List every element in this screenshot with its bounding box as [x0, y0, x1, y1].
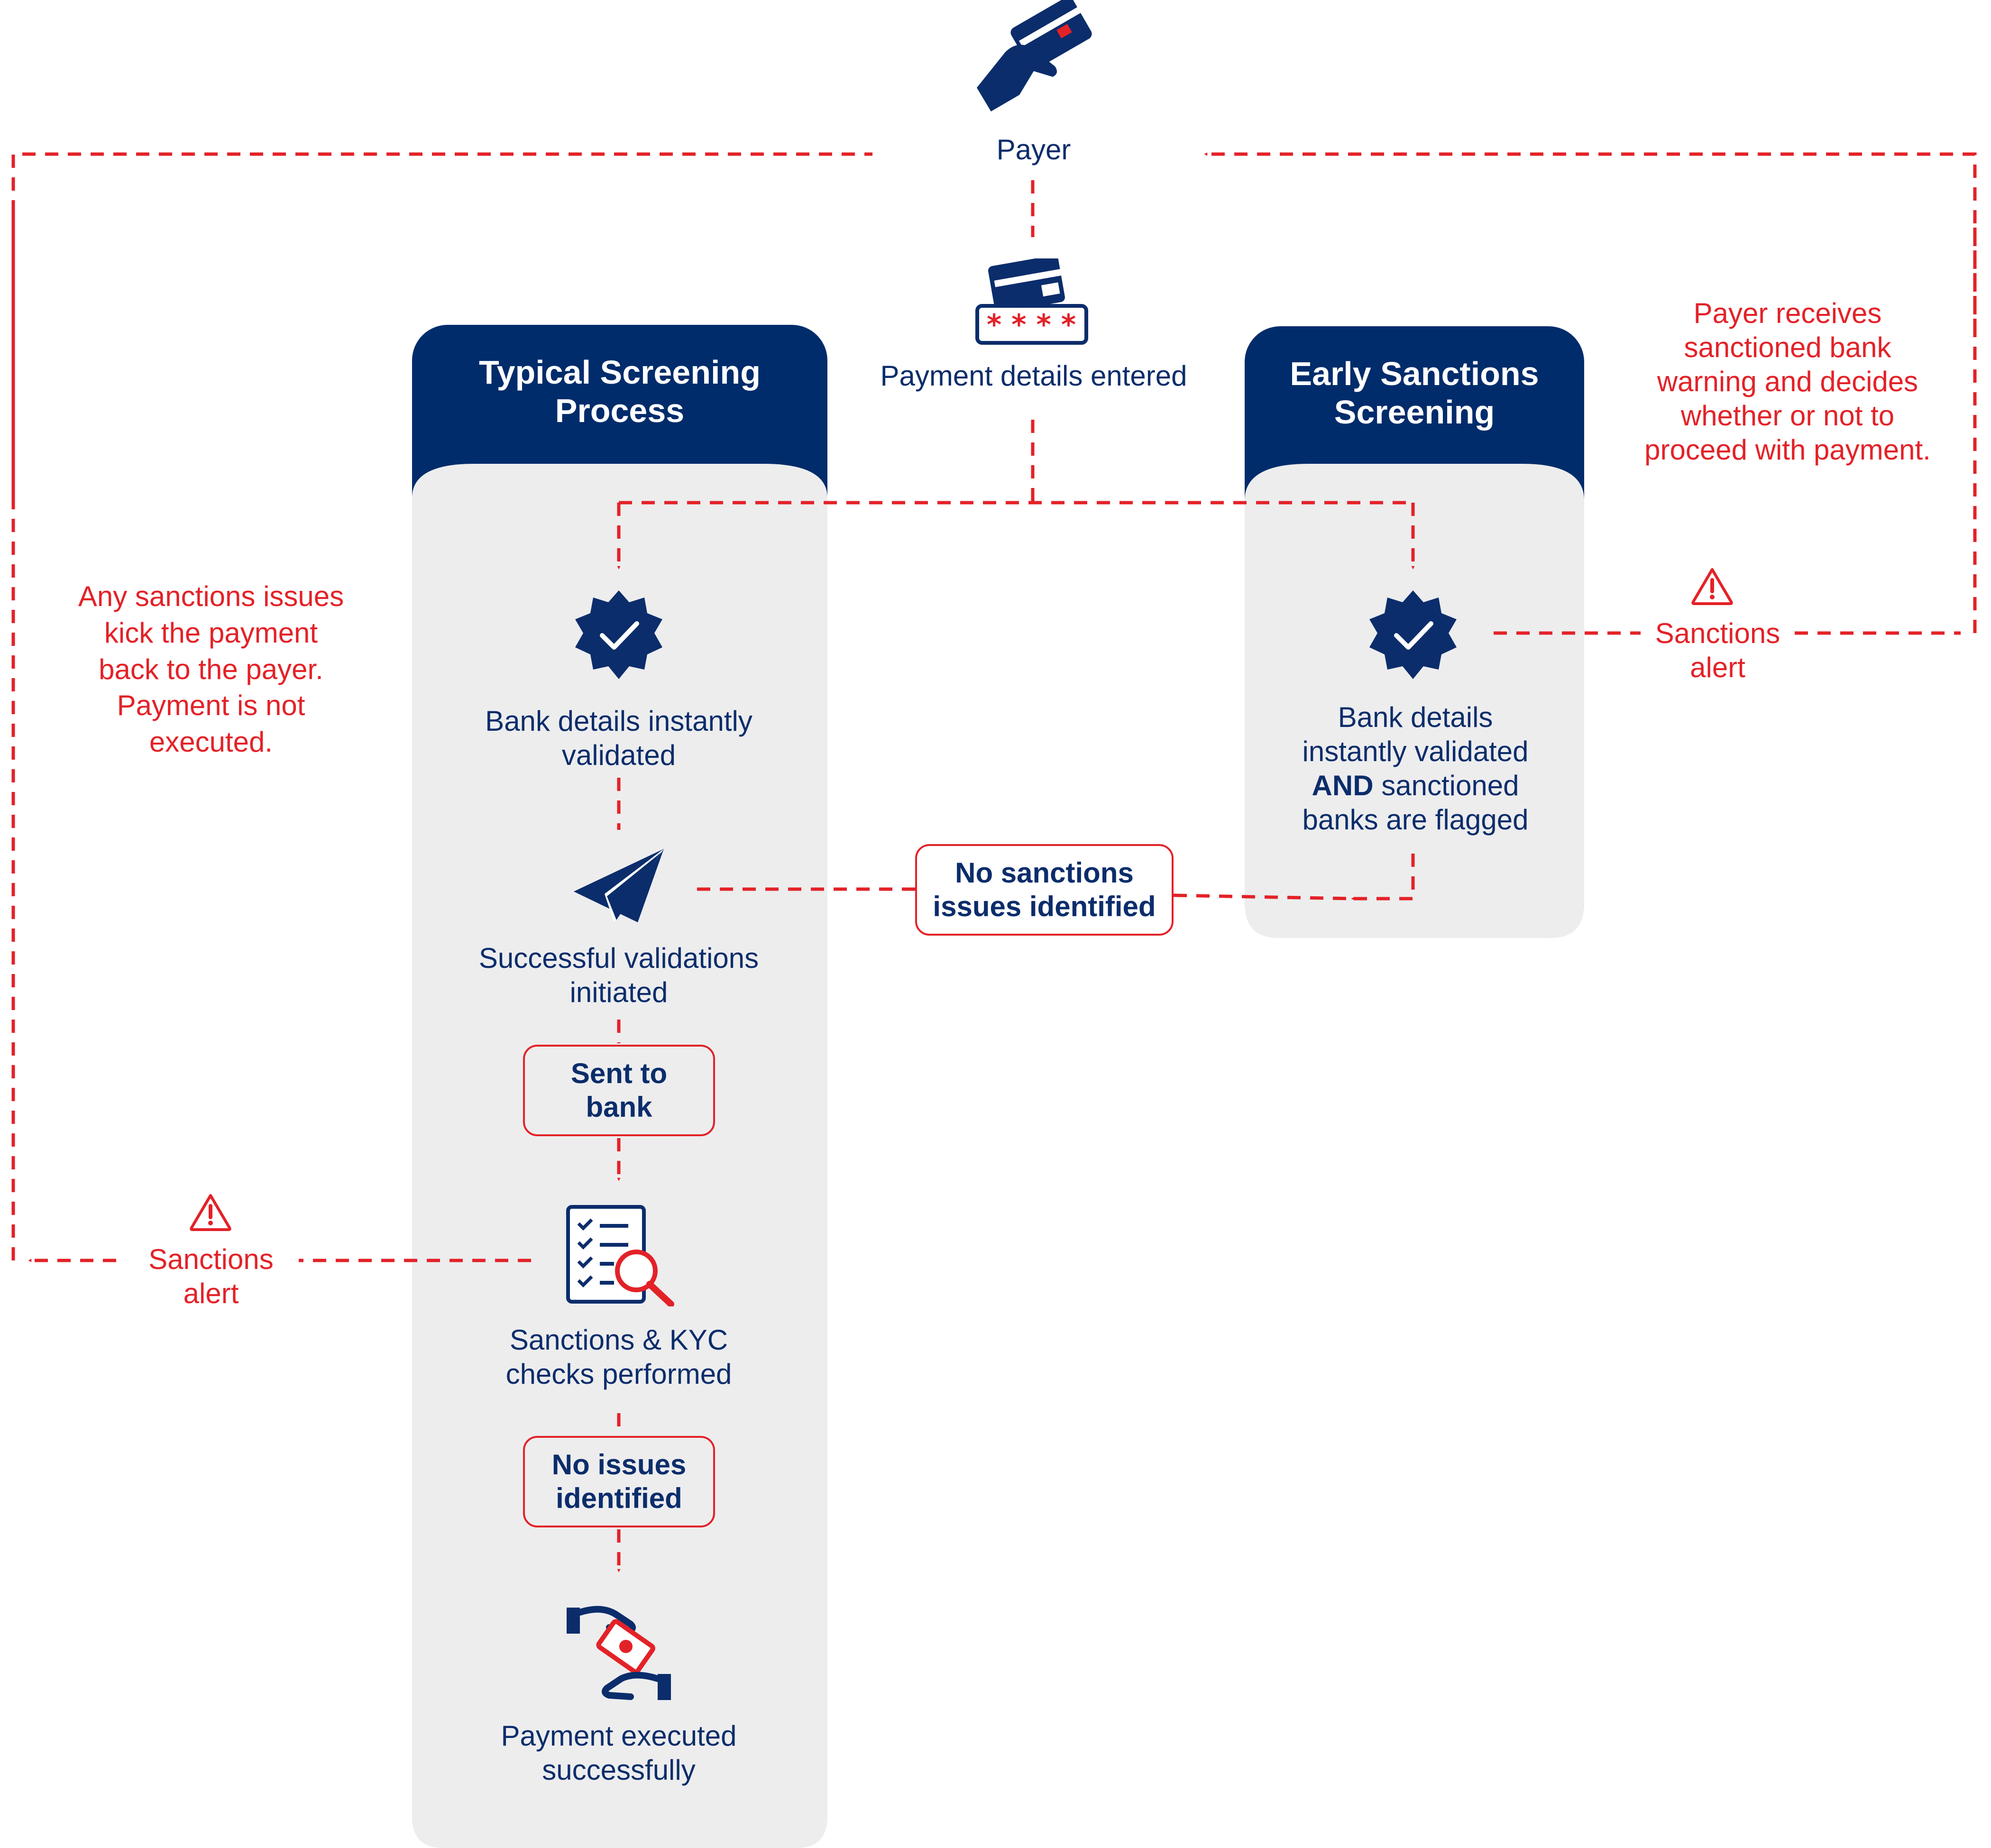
left-alert-line1: Sanctions	[148, 1243, 274, 1275]
payment-executed-line1: Payment executed	[501, 1720, 737, 1752]
typical-bank-validated-label: Bank details instantly validated	[450, 704, 787, 772]
hand-card-icon	[977, 0, 1092, 111]
right-note-line5: proceed with payment.	[1644, 434, 1931, 466]
right-alert-line2: alert	[1690, 652, 1745, 683]
paper-plane-icon	[574, 849, 664, 922]
cash-exchange-icon	[567, 1606, 671, 1700]
early-validated-line4: banks are flagged	[1302, 804, 1529, 836]
no-sanctions-line2: issues identified	[933, 890, 1156, 922]
sent-to-bank-box: Sent to bank	[523, 1045, 715, 1136]
checks-performed-line1: Sanctions & KYC	[509, 1324, 728, 1356]
left-note-line5: executed.	[149, 726, 273, 758]
no-issues-box: No issues identified	[523, 1436, 715, 1527]
card-pin-icon: * * * *	[975, 258, 1088, 345]
right-note: Payer receives sanctioned bank warning a…	[1622, 296, 1954, 467]
early-validated-and: AND	[1312, 770, 1374, 801]
early-header: Early Sanctions Screening	[1245, 355, 1584, 431]
early-validated-line3-rest: sanctioned	[1373, 770, 1519, 801]
left-note: Any sanctions issues kick the payment ba…	[47, 579, 375, 761]
successful-validations-line2: initiated	[569, 976, 668, 1008]
typical-bank-validated-line1: Bank details instantly	[485, 705, 752, 737]
left-note-line1: Any sanctions issues	[78, 580, 344, 612]
left-alert-line2: alert	[183, 1278, 239, 1309]
typical-header: Typical Screening Process	[412, 353, 827, 430]
payment-details-label: Payment details entered	[880, 360, 1187, 392]
payer-label: Payer	[996, 134, 1071, 165]
successful-validations-line1: Successful validations	[478, 942, 759, 974]
left-sanctions-alert-label: Sanctions alert	[123, 1242, 299, 1311]
typical-header-line1: Typical Screening	[479, 354, 761, 391]
no-sanctions-line1: No sanctions	[955, 856, 1134, 889]
early-header-line1: Early Sanctions	[1290, 355, 1539, 392]
right-note-line4: whether or not to	[1680, 400, 1895, 432]
early-bank-validated-label: Bank details instantly validated AND san…	[1252, 700, 1579, 837]
left-note-line2: kick the payment	[104, 616, 318, 649]
left-note-line3: back to the payer.	[99, 653, 323, 685]
early-verified-badge-icon	[1369, 590, 1457, 679]
checklist-search-icon	[566, 1205, 674, 1306]
early-validated-line2: instantly validated	[1302, 736, 1529, 767]
early-validated-line3: AND sanctioned	[1252, 769, 1579, 803]
typical-header-line2: Process	[555, 392, 685, 429]
early-header-line2: Screening	[1334, 393, 1495, 431]
payment-executed-label: Payment executed successfully	[450, 1719, 787, 1787]
no-issues-line1: No issues	[551, 1448, 687, 1480]
right-sanctions-alert-label: Sanctions alert	[1641, 616, 1795, 685]
warning-icon	[1691, 568, 1733, 605]
typical-bank-validated-line2: validated	[561, 739, 676, 771]
no-sanctions-box: No sanctions issues identified	[915, 844, 1174, 936]
sent-to-bank-line2: bank	[586, 1091, 652, 1123]
right-alert-line1: Sanctions	[1655, 617, 1780, 649]
left-note-line4: Payment is not	[117, 690, 305, 722]
right-note-line3: warning and decides	[1657, 366, 1918, 397]
left-warning-icon	[190, 1194, 231, 1231]
payment-executed-line2: successfully	[542, 1754, 696, 1786]
svg-text:* * * *: * * * *	[987, 308, 1076, 341]
checks-performed-label: Sanctions & KYC checks performed	[450, 1323, 787, 1391]
no-issues-line2: identified	[556, 1482, 682, 1514]
sent-to-bank-line1: Sent to	[570, 1057, 668, 1089]
early-validated-line1: Bank details	[1338, 701, 1493, 733]
checks-performed-line2: checks performed	[505, 1358, 732, 1390]
right-note-line2: sanctioned bank	[1684, 331, 1891, 363]
successful-validations-label: Successful validations initiated	[450, 941, 787, 1010]
right-note-line1: Payer receives	[1693, 297, 1882, 329]
verified-badge-icon	[575, 590, 662, 679]
